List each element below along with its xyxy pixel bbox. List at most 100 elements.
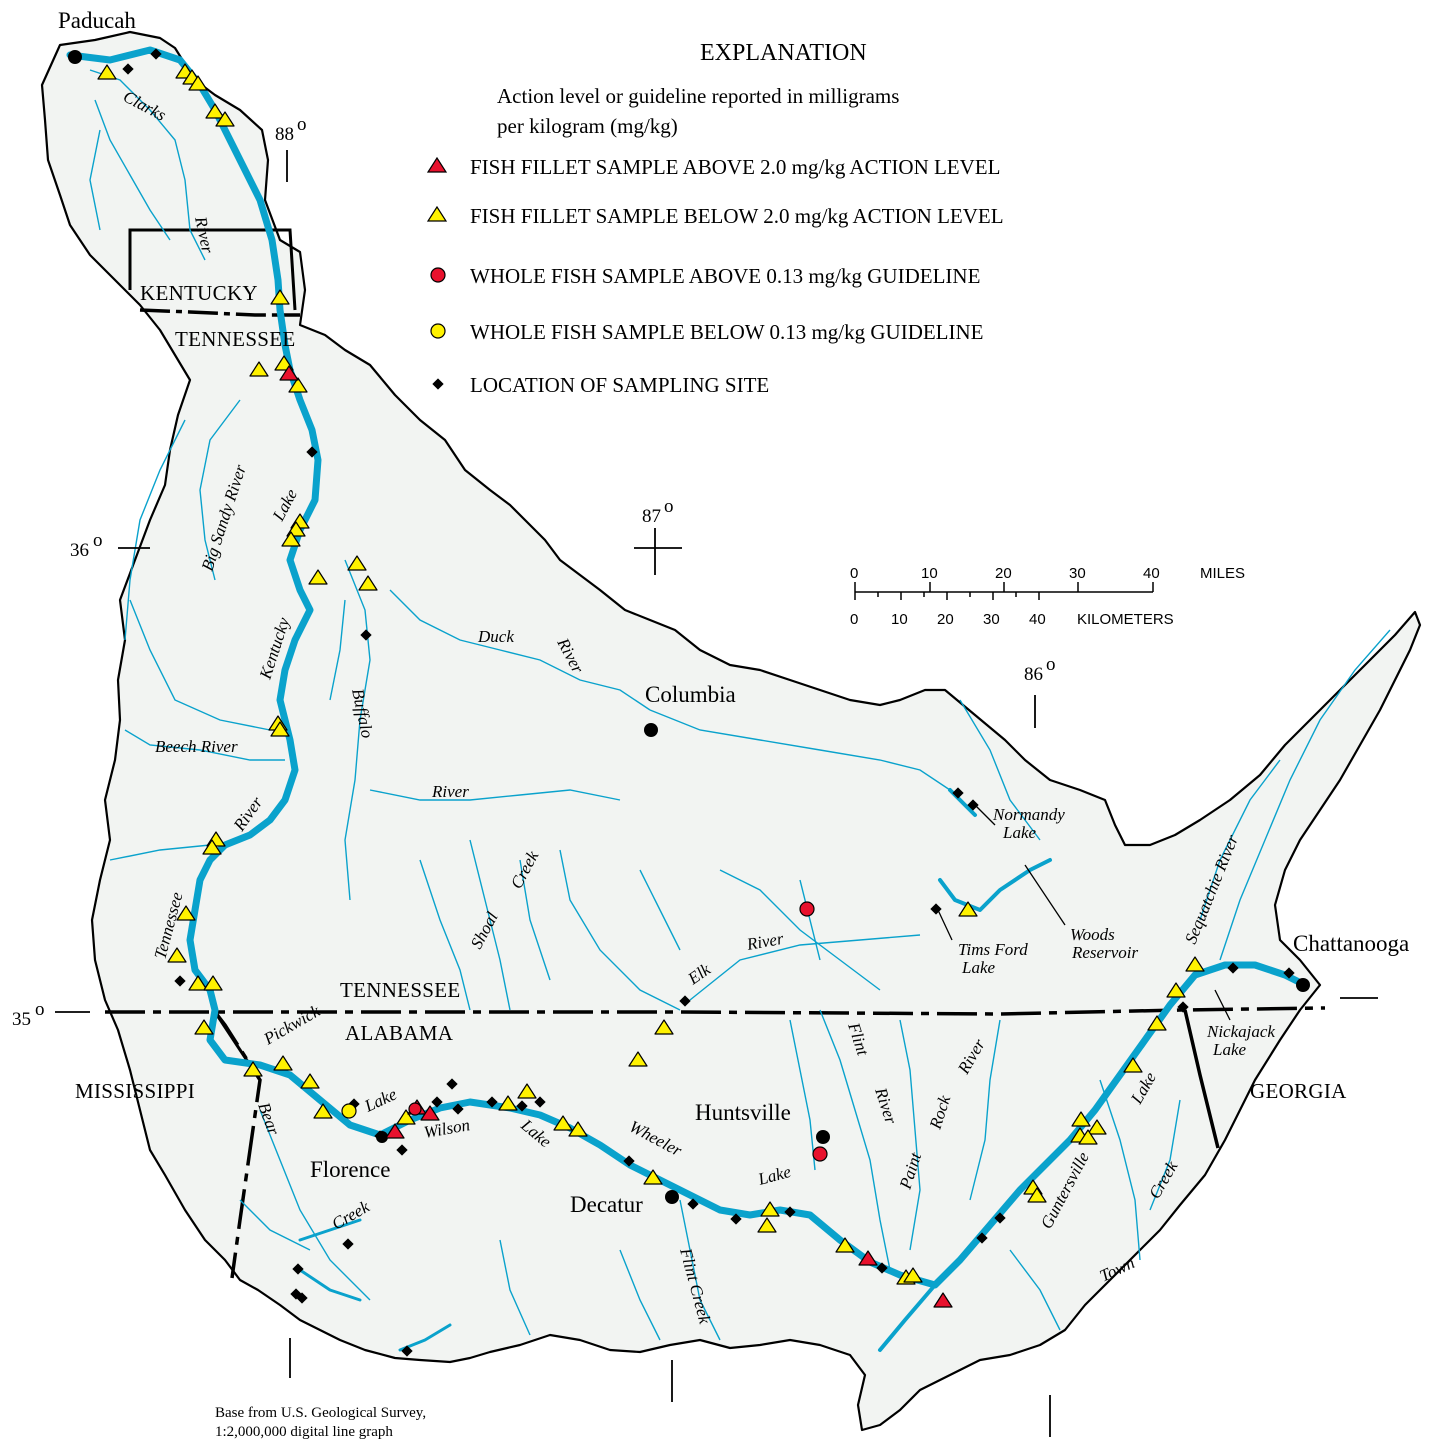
label-duck: Duck bbox=[477, 627, 514, 646]
lat-35-label: 35 bbox=[12, 1009, 31, 1030]
fillet-above-marker bbox=[933, 1292, 953, 1308]
fillet-below-marker bbox=[270, 721, 290, 737]
degree-mark: o bbox=[664, 496, 674, 517]
fillet-below-marker bbox=[498, 1095, 518, 1111]
site-diamond bbox=[687, 1198, 699, 1210]
site-diamond bbox=[679, 995, 691, 1007]
site-diamond bbox=[174, 975, 186, 987]
al-ga-border bbox=[1183, 1009, 1220, 1149]
fillet-above-marker bbox=[279, 365, 299, 381]
degree-mark: o bbox=[35, 999, 45, 1020]
scale-km-10: 10 bbox=[891, 611, 908, 628]
label-tims-lake: Lake bbox=[961, 958, 996, 977]
legend-triangle-red-icon bbox=[426, 156, 448, 173]
label-normandy-lake: Lake bbox=[1002, 823, 1037, 842]
scale-mile-40: 40 bbox=[1143, 565, 1160, 582]
site-diamond bbox=[967, 799, 979, 811]
sampling-sites bbox=[122, 48, 1295, 1357]
fillet-below-marker bbox=[308, 569, 328, 585]
city-marker-decatur bbox=[665, 1190, 679, 1204]
city-columbia: Columbia bbox=[645, 682, 736, 707]
credit: Base from U.S. Geological Survey, 1:2,00… bbox=[215, 1405, 426, 1440]
ky-box bbox=[128, 228, 297, 311]
city-decatur: Decatur bbox=[570, 1192, 643, 1217]
fillet-below-marker bbox=[249, 361, 269, 377]
fillet-below-marker bbox=[215, 111, 235, 127]
site-diamond bbox=[976, 1232, 988, 1244]
lat-36-label: 36 bbox=[70, 540, 89, 561]
city-marker-chattanooga bbox=[1296, 978, 1310, 992]
fillet-below-marker bbox=[1166, 982, 1186, 998]
site-diamond bbox=[306, 446, 318, 458]
lon-87-label: 87 bbox=[642, 506, 661, 527]
fillet-below-marker bbox=[313, 1103, 333, 1119]
scale-mile-0: 0 bbox=[850, 565, 858, 582]
fillet-below-marker bbox=[958, 901, 978, 917]
ms-tn-west bbox=[213, 1011, 250, 1063]
fillet-below-marker bbox=[300, 1073, 320, 1089]
fillet-below-marker bbox=[358, 575, 378, 591]
legend-title: EXPLANATION bbox=[700, 40, 867, 66]
fillet-below-marker bbox=[243, 1061, 263, 1077]
fillet-below-marker bbox=[194, 1019, 214, 1035]
city-paducah: Paducah bbox=[58, 8, 136, 33]
fillet-below-marker bbox=[273, 1055, 293, 1071]
legend-diamond-icon bbox=[432, 378, 444, 390]
site-diamond bbox=[952, 787, 964, 799]
degree-mark: o bbox=[93, 530, 103, 551]
legend-subtitle-1: Action level or guideline reported in mi… bbox=[497, 84, 899, 108]
fillet-below-marker bbox=[188, 75, 208, 91]
legend-label-site: LOCATION OF SAMPLING SITE bbox=[470, 373, 769, 397]
scale-mile-10: 10 bbox=[921, 565, 938, 582]
site-diamond bbox=[930, 903, 942, 915]
fillet-below-marker bbox=[281, 531, 301, 547]
city-marker-columbia bbox=[644, 723, 658, 737]
fillet-below-marker bbox=[1185, 956, 1205, 972]
site-diamond bbox=[784, 1206, 796, 1218]
legend-label-whole-above: WHOLE FISH SAMPLE ABOVE 0.13 mg/kg GUIDE… bbox=[470, 264, 980, 288]
site-diamond bbox=[150, 48, 162, 60]
site-diamond bbox=[446, 1078, 458, 1090]
fillet-above-marker bbox=[420, 1105, 440, 1121]
state-alabama: ALABAMA bbox=[345, 1021, 454, 1045]
fillet-below-marker bbox=[835, 1237, 855, 1253]
fillet-below-marker bbox=[568, 1121, 588, 1137]
fillet-below-marker bbox=[288, 377, 308, 393]
label-beech-river: Beech River bbox=[155, 737, 238, 756]
label-woods: Woods bbox=[1070, 925, 1115, 944]
site-diamond bbox=[292, 1263, 304, 1275]
fillet-below-marker bbox=[517, 1083, 537, 1099]
site-diamond bbox=[396, 1144, 408, 1156]
label-normandy: Normandy bbox=[992, 805, 1065, 824]
scale-km-30: 30 bbox=[983, 611, 1000, 628]
scale-miles-label: MILES bbox=[1200, 565, 1245, 582]
fillet-below-marker bbox=[553, 1115, 573, 1131]
coordinate-ticks bbox=[55, 150, 1378, 1437]
streams bbox=[89, 69, 1391, 1341]
site-diamond bbox=[452, 1103, 464, 1115]
fillet-below-marker bbox=[1087, 1119, 1107, 1135]
site-diamond bbox=[431, 1096, 443, 1108]
fillet-below-marker bbox=[643, 1169, 663, 1185]
fillet-below-marker bbox=[203, 975, 223, 991]
state-tennessee-north: TENNESSEE bbox=[175, 327, 296, 351]
scale-mile-30: 30 bbox=[1069, 565, 1086, 582]
label-tims-ford: Tims Ford bbox=[958, 940, 1028, 959]
site-diamond bbox=[401, 1345, 413, 1357]
fillet-below-marker bbox=[903, 1267, 923, 1283]
whole-below-marker bbox=[341, 1103, 357, 1119]
label-nickajack: Nickajack bbox=[1206, 1022, 1275, 1041]
lon-86-label: 86 bbox=[1024, 664, 1043, 685]
site-diamond bbox=[486, 1096, 498, 1108]
fillet-below-marker bbox=[97, 64, 117, 80]
credit-line-2: 1:2,000,000 digital line graph bbox=[215, 1424, 393, 1440]
label-nickajack-lake: Lake bbox=[1212, 1040, 1247, 1059]
city-chattanooga: Chattanooga bbox=[1293, 931, 1409, 956]
fillet-below-marker bbox=[1147, 1015, 1167, 1031]
site-diamond bbox=[374, 1130, 386, 1142]
legend: EXPLANATION Action level or guideline re… bbox=[426, 40, 1004, 397]
scale-mile-20: 20 bbox=[995, 565, 1012, 582]
fillet-below-marker bbox=[654, 1019, 674, 1035]
whole-above-marker bbox=[408, 1102, 422, 1116]
site-diamond bbox=[623, 1155, 635, 1167]
